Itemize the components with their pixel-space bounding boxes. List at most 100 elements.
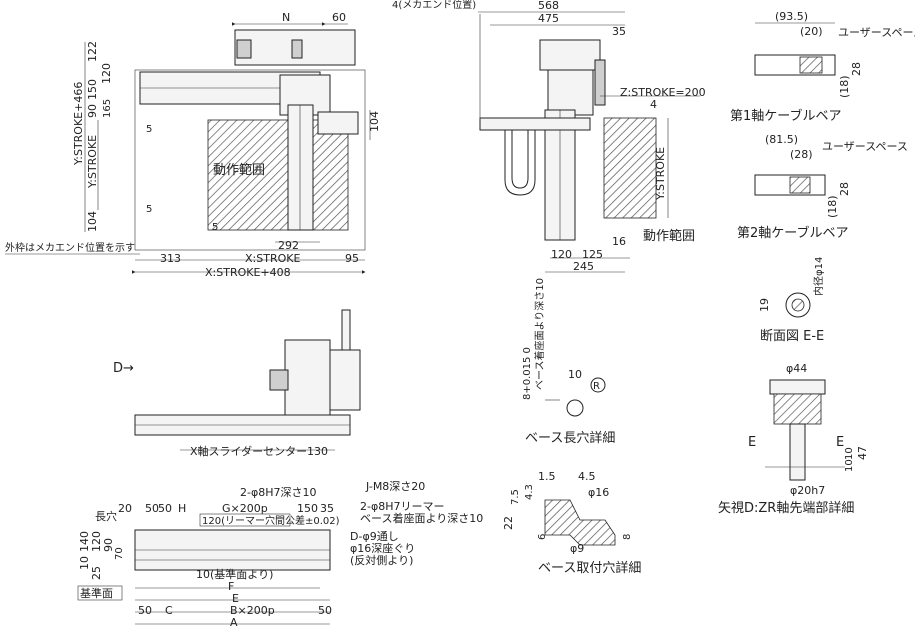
- front-dim-130: 130: [307, 445, 328, 458]
- cable2-user-space: [789, 176, 811, 194]
- side-view: 4(メカエンド位置) 568 475 35 Z:STROKE=200 4 Y:S…: [392, 0, 706, 273]
- dim-n: N: [282, 11, 290, 24]
- side-area-label: 動作範囲: [643, 229, 695, 244]
- cable-bear-1: (93.5) (20) ユーザースペース 28 (18) 第1軸ケーブルベア: [730, 10, 915, 124]
- base-dim-20: 20: [118, 502, 132, 515]
- mount-dim-8: 8: [622, 534, 633, 540]
- slot-tol: 8+0.015 0: [522, 347, 533, 400]
- zr-dim-10-b: 10: [844, 447, 855, 460]
- cable2-dim-81-5: (81.5): [765, 133, 798, 146]
- front-zr-shaft: [341, 309, 351, 351]
- base-dim-10: 10: [78, 556, 91, 570]
- cable1-dim-18: (18): [838, 75, 851, 98]
- dim-122: 122: [86, 41, 99, 62]
- dim-245-side: 245: [573, 260, 594, 273]
- base-dim-150: 150: [297, 502, 318, 515]
- base-dim-70: 70: [114, 547, 125, 560]
- mount-dim-1-5: 1.5: [538, 470, 556, 483]
- cable2-caption: 第2軸ケーブルベア: [737, 225, 849, 241]
- dim-5-c: 5: [212, 222, 218, 233]
- section-caption: 断面図 E-E: [760, 329, 824, 344]
- cable1-dim-20: (20): [800, 25, 823, 38]
- base-ref-face-note: 10(基準面より): [196, 567, 273, 581]
- cable1-dim-28: 28: [850, 62, 863, 76]
- top-motor-cap: [236, 39, 252, 59]
- dim-95: 95: [345, 252, 359, 265]
- dim-90: 90: [86, 104, 99, 118]
- dim-120-side: 120: [551, 248, 572, 261]
- dim-165: 165: [102, 99, 113, 118]
- dim-x-stroke: X:STROKE: [245, 252, 300, 265]
- mount-hole-detail: 1.5 4.5 7.5 4.3 φ16 22 6 8 φ9 ベース取付穴詳細: [502, 470, 641, 576]
- mount-dia9: φ9: [570, 542, 584, 555]
- base-b-pitch: B×200p: [230, 604, 275, 617]
- cable2-user-space-label: ユーザースペース: [822, 140, 908, 153]
- base-d-hole-2: φ16深座ぐり: [350, 541, 415, 555]
- zr-caption: 矢視D:ZR軸先端部詳細: [718, 500, 854, 516]
- zr-dim-47: 47: [856, 446, 869, 460]
- base-ream-note-1: 2-φ8H7リーマー: [360, 500, 445, 513]
- front-view: D→ X軸スライダーセンター 130: [113, 309, 361, 458]
- cable2-dim-18: (18): [826, 195, 839, 218]
- base-ream-note-2: ベース着座面より深さ10: [360, 511, 483, 525]
- base-dim-140: 140: [78, 531, 91, 552]
- slot-dim-10: 10: [568, 368, 582, 381]
- base-g-pitch: G×200p: [222, 502, 268, 515]
- zr-end-detail: φ44 E E 47 10 10 φ20h7 矢視D:ZR軸先端部詳細: [718, 362, 869, 516]
- base-dim-e: E: [232, 592, 239, 605]
- front-arrow-d: D→: [113, 361, 134, 376]
- top-motor-cap-b: [291, 39, 303, 59]
- base-d-hole-3: (反対側より): [350, 553, 413, 567]
- dim-5-b: 5: [146, 204, 152, 215]
- dim-16-side: 16: [612, 235, 626, 248]
- dim-120: 120: [100, 63, 113, 84]
- base-ref-face-box: [77, 585, 123, 601]
- section-e-e: 内径φ14 19 断面図 E-E: [758, 257, 825, 344]
- dim-125-side: 125: [582, 248, 603, 261]
- slot-r: [590, 377, 606, 393]
- cable2-dim-28b: 28: [838, 182, 851, 196]
- top-zr-body: [317, 111, 359, 135]
- cable1-user-space-label: ユーザースペース: [838, 26, 915, 39]
- base-dim-50-d: 50: [318, 604, 332, 617]
- base-dim-35: 35: [320, 502, 334, 515]
- base-dim-50-a: 50: [145, 502, 159, 515]
- zr-dia44: φ44: [786, 362, 807, 375]
- dim-x-stroke-408: X:STROKE+408: [205, 266, 291, 279]
- side-y-stroke: Y:STROKE: [654, 147, 667, 201]
- mount-hole-section: [544, 499, 616, 546]
- mount-dim-4-3: 4.3: [524, 484, 535, 500]
- base-dim-50-c: 50: [138, 604, 152, 617]
- side-motor-cap: [594, 59, 606, 106]
- note-outer-frame: 外枠はメカエンド位置を示す: [5, 241, 135, 254]
- zr-body: [773, 393, 822, 425]
- base-pin-note: 2-φ8H7深さ10: [240, 486, 317, 499]
- section-dim-19: 19: [758, 298, 771, 312]
- slot-hole: [566, 399, 584, 417]
- base-dim-a: A: [230, 616, 238, 629]
- dim-z-stroke: Z:STROKE=200: [620, 86, 706, 99]
- front-slider-center: X軸スライダーセンター: [190, 444, 307, 458]
- dim-y-stroke-466: Y:STROKE+466: [72, 82, 85, 166]
- mount-dim-7-5: 7.5: [510, 489, 521, 505]
- section-outer: [785, 292, 811, 318]
- zr-flange: [769, 379, 826, 395]
- cable2-dim-28: (28): [790, 148, 813, 161]
- base-dim-h: H: [178, 502, 186, 515]
- base-ream-tol: 120(リーマー穴間公差±0.02): [202, 514, 340, 527]
- zr-dim-10-a: 10: [844, 459, 855, 472]
- dim-5-a: 5: [146, 124, 152, 135]
- mount-dia16: φ16: [588, 486, 609, 499]
- side-head: [547, 69, 594, 116]
- cable1-caption: 第1軸ケーブルベア: [730, 108, 842, 124]
- base-dim-f: F: [228, 580, 234, 593]
- dim-475: 475: [538, 12, 559, 25]
- mount-dim-6: 6: [537, 534, 548, 540]
- zr-shaft: [789, 423, 806, 481]
- top-area-label: 動作範囲: [213, 163, 265, 178]
- cable1-outline: [754, 54, 836, 76]
- cable1-dim-93-5: (93.5): [775, 10, 808, 23]
- zr-dia20: φ20h7: [790, 484, 825, 497]
- dim-35-side: 35: [612, 25, 626, 38]
